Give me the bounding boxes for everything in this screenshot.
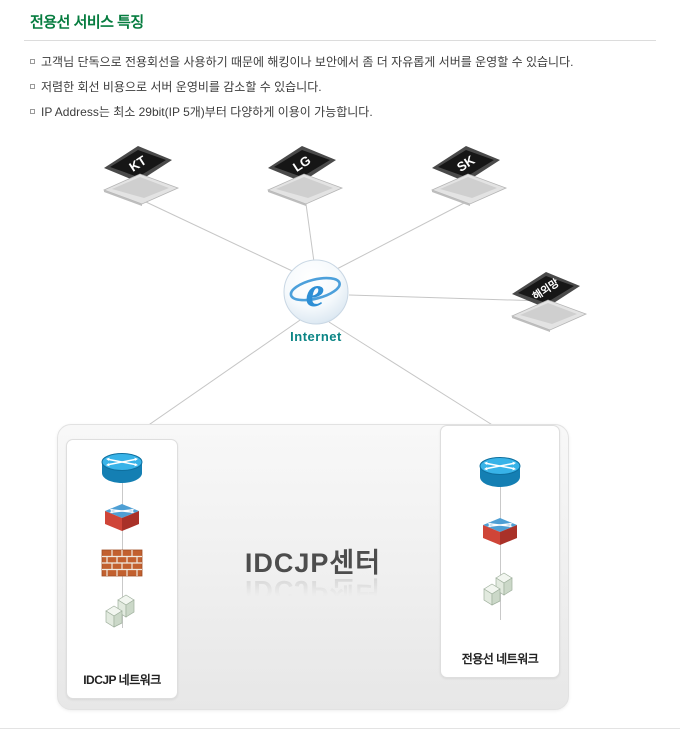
laptop-node-kt: KT [98, 140, 182, 206]
ie-e-glyph: e [306, 270, 325, 316]
vertical-connector-line [122, 456, 123, 628]
internet-label: Internet [290, 329, 342, 344]
laptop-keyboard [440, 177, 497, 198]
laptop-node-sk: SK [426, 140, 510, 206]
laptop-screen [518, 276, 574, 303]
laptop-base-edge [432, 190, 470, 206]
ie-orbit-ring [289, 276, 341, 302]
laptop-screen [274, 150, 330, 177]
feature-text: IP Address는 최소 29bit(IP 5개)부터 다양하게 이용이 가… [41, 105, 373, 119]
laptop-keyboard [112, 177, 169, 198]
page-title: 전용선 서비스 특징 [30, 14, 144, 31]
link-internet-leftbox [126, 317, 304, 441]
feature-list: 고객님 단독으로 전용회선을 사용하기 때문에 해킹이나 보안에서 좀 더 자유… [30, 53, 573, 128]
dedicated-line-network-box: 전용선 네트워크 [440, 425, 560, 678]
bullet-square-icon [30, 109, 35, 114]
internet-explorer-icon: e [283, 259, 349, 325]
feature-item: IP Address는 최소 29bit(IP 5개)부터 다양하게 이용이 가… [30, 103, 573, 120]
feature-item: 고객님 단독으로 전용회선을 사용하기 때문에 해킹이나 보안에서 좀 더 자유… [30, 53, 573, 70]
feature-text: 고객님 단독으로 전용회선을 사용하기 때문에 해킹이나 보안에서 좀 더 자유… [41, 55, 574, 69]
datacenter-label: IDCJP센터 [244, 548, 382, 578]
laptop-node-overseas: 해외망 [506, 266, 590, 332]
laptop-screen [438, 150, 494, 177]
switch-icon [483, 518, 517, 545]
switch-icon [105, 504, 139, 531]
bullet-square-icon [30, 84, 35, 89]
right-network-label: 전용선 네트워크 [461, 652, 539, 666]
link-overseas-internet [348, 294, 544, 302]
left-network-label: IDCJP 네트워크 [83, 673, 161, 687]
datacenter-label-wrap: IDCJP센터 IDCJP센터 [57, 541, 569, 612]
laptop-keyboard [276, 177, 333, 198]
laptop-icon: LG [266, 146, 344, 206]
idcjp-network-box: IDCJP 네트워크 [66, 439, 178, 699]
title-divider [24, 40, 656, 41]
laptop-icon: SK [430, 146, 508, 206]
laptop-node-lg: LG [262, 140, 346, 206]
laptop-screen [110, 150, 166, 177]
server-icon [105, 594, 135, 628]
laptop-base-edge [104, 190, 142, 206]
server-icon [483, 572, 513, 606]
page-bottom-divider [0, 728, 680, 729]
feature-text: 저렴한 회선 비용으로 서버 운영비를 감소할 수 있습니다. [41, 80, 322, 94]
laptop-icon: 해외망 [510, 272, 588, 332]
bullet-square-icon [30, 59, 35, 64]
sphere-background [283, 259, 349, 325]
feature-item: 저렴한 회선 비용으로 서버 운영비를 감소할 수 있습니다. [30, 78, 573, 95]
laptop-base-edge [512, 316, 550, 332]
laptop-base-edge [268, 190, 306, 206]
laptop-icon: KT [102, 146, 180, 206]
router-icon [479, 457, 521, 487]
link-kt-internet [145, 201, 306, 278]
firewall-icon [101, 549, 143, 577]
router-icon [101, 453, 143, 483]
internet-node: e [283, 259, 349, 325]
link-internet-rightbox [328, 321, 495, 427]
link-lg-internet [305, 203, 315, 263]
link-sk-internet [330, 201, 467, 273]
laptop-keyboard [520, 303, 577, 324]
